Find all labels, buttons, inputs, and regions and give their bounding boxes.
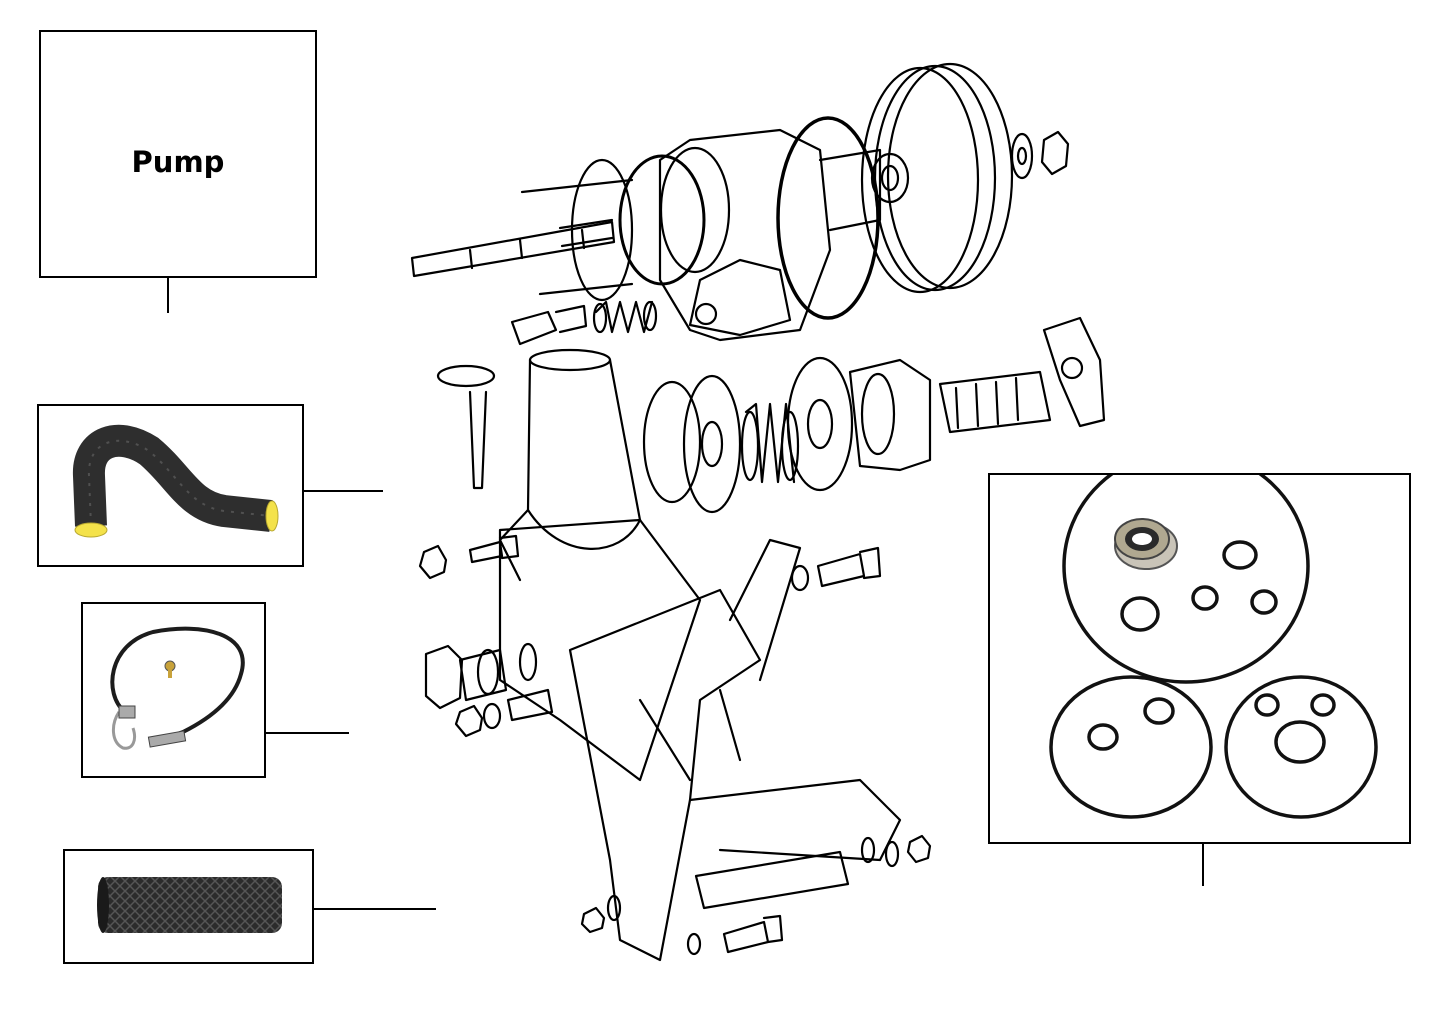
braided-hose-leader-line [314,908,436,910]
pump-leader-line [167,278,169,313]
small-o-ring-2 [1120,596,1160,632]
pulley [860,62,1014,294]
dipstick-cap [436,364,496,490]
stud-left-lower [506,688,554,722]
union-nut [424,644,464,710]
pump-title: Pump [131,145,225,179]
washer-right-2 [884,840,900,868]
small-o-ring-6 [1143,697,1175,725]
curved-hose-icon [73,424,279,538]
small-o-ring-7 [1254,693,1280,717]
stud-left [468,534,520,564]
pump-housing [658,128,882,342]
pipe-union-icon [110,626,245,750]
pump-casing [498,518,702,782]
seal-kit-thumbnail[interactable] [988,448,1411,844]
pressure-plate [786,356,854,492]
return-hose-leader-line [304,490,383,492]
seal-kit-icon [1049,448,1378,819]
pressure-pipe-leader-line [266,732,349,734]
large-inner-o-ring [1274,720,1326,764]
nut-bottom [580,906,606,934]
seal-kit-leader-line [1202,844,1204,886]
spacer-tube [694,850,850,910]
washer-bottom-2 [686,932,702,956]
small-o-ring-5 [1087,723,1119,751]
pump-title-box: Pump [39,30,317,278]
medium-o-ring-right [1224,675,1378,819]
cam-ring [848,358,932,472]
small-o-ring-4 [1250,589,1278,615]
nut-right [906,834,932,864]
shaft-seal [1114,518,1178,570]
small-o-ring-3 [1191,585,1219,611]
braided-hose-icon [97,877,282,933]
nut-left [418,544,448,580]
rotor [938,316,1106,434]
reservoir [498,348,642,582]
washer-lower-left [482,702,502,730]
union-o-ring [476,648,500,696]
washer-upper-right [790,564,810,592]
return-hose-thumbnail[interactable] [37,404,304,567]
mounting-bracket [568,538,902,962]
pulley-nut [1040,130,1070,176]
large-o-ring [1062,448,1310,684]
pulley-washer [1010,132,1034,180]
small-o-ring-8 [1310,693,1336,717]
medium-o-ring-left [1049,675,1213,819]
bolt-lower [722,914,784,954]
long-stud-upper [520,178,634,194]
braided-hose-thumbnail[interactable] [63,849,314,964]
pump-shaft [410,218,616,278]
end-plate-ring [642,380,702,504]
washer-bottom-1 [606,894,622,922]
end-plate [682,374,742,514]
valve-plug [510,304,588,346]
nut-lower-left [454,704,484,738]
small-o-ring-1 [1222,540,1258,570]
washer-right-1 [860,836,876,864]
gasket-ring [570,158,634,302]
bolt-upper-right [816,546,882,588]
union-fitting [458,648,508,702]
o-ring-2 [776,116,880,320]
valve-spring [592,300,658,334]
union-washer [518,642,538,682]
pressure-pipe-thumbnail[interactable] [81,602,266,778]
flow-spring [740,402,800,484]
